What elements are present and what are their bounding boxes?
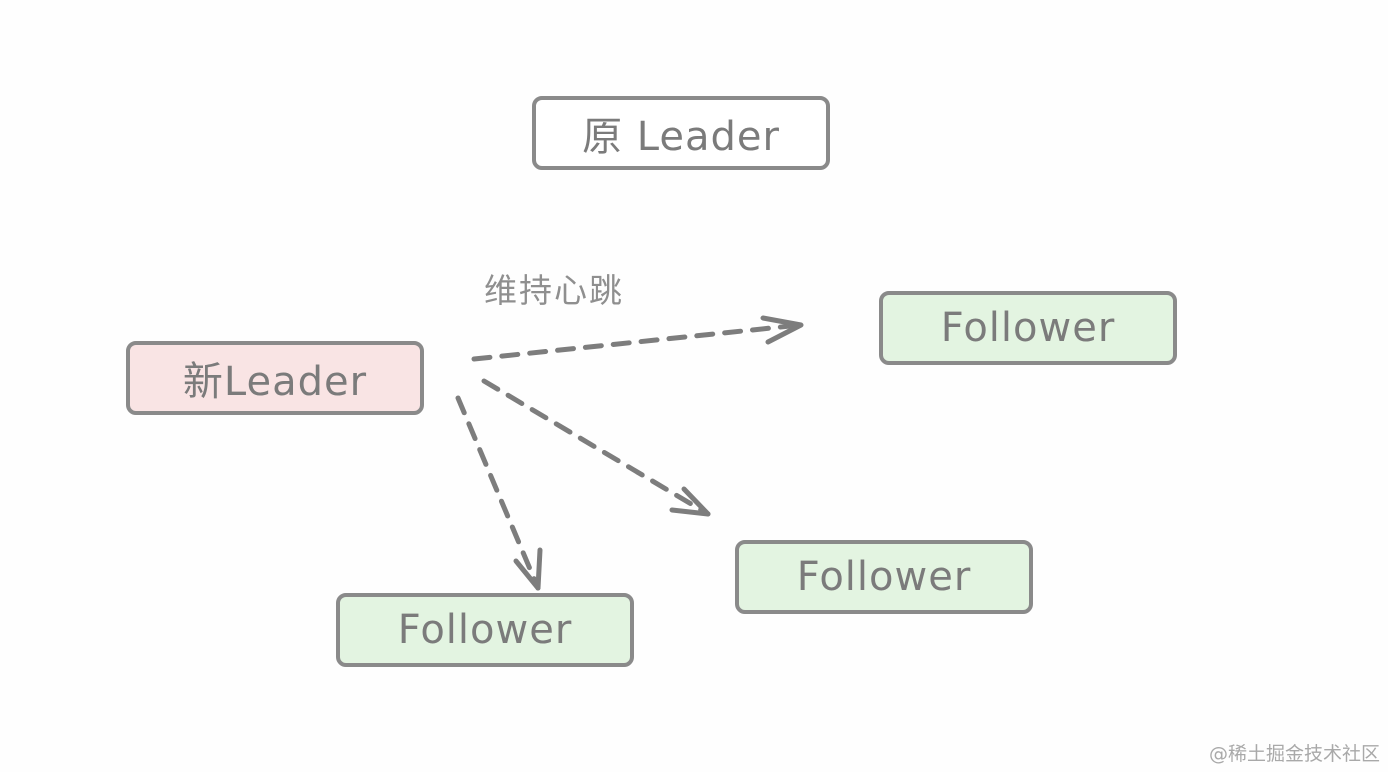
new-leader-label: 新Leader (182, 359, 368, 405)
heartbeat-arrow-follower-3 (455, 395, 541, 591)
old-leader-node: 原 Leader (532, 96, 830, 170)
follower-node-3: Follower (336, 593, 634, 667)
old-leader-label: 原 Leader (582, 114, 780, 160)
follower-2-label: Follower (796, 554, 972, 600)
new-leader-node: 新Leader (126, 341, 424, 415)
heartbeat-arrow-follower-1 (471, 322, 803, 362)
follower-node-1: Follower (879, 291, 1177, 365)
heartbeat-label: 维持心跳 (484, 271, 624, 310)
arrowhead-follower-3 (513, 547, 543, 591)
watermark: @稀土掘金技术社区 (1208, 743, 1380, 765)
follower-3-label: Follower (397, 607, 573, 653)
arrowhead-follower-2 (669, 486, 711, 517)
follower-node-2: Follower (735, 540, 1033, 614)
follower-1-label: Follower (940, 305, 1116, 351)
arrowhead-follower-1 (760, 315, 804, 345)
heartbeat-arrow-follower-2 (481, 378, 711, 517)
